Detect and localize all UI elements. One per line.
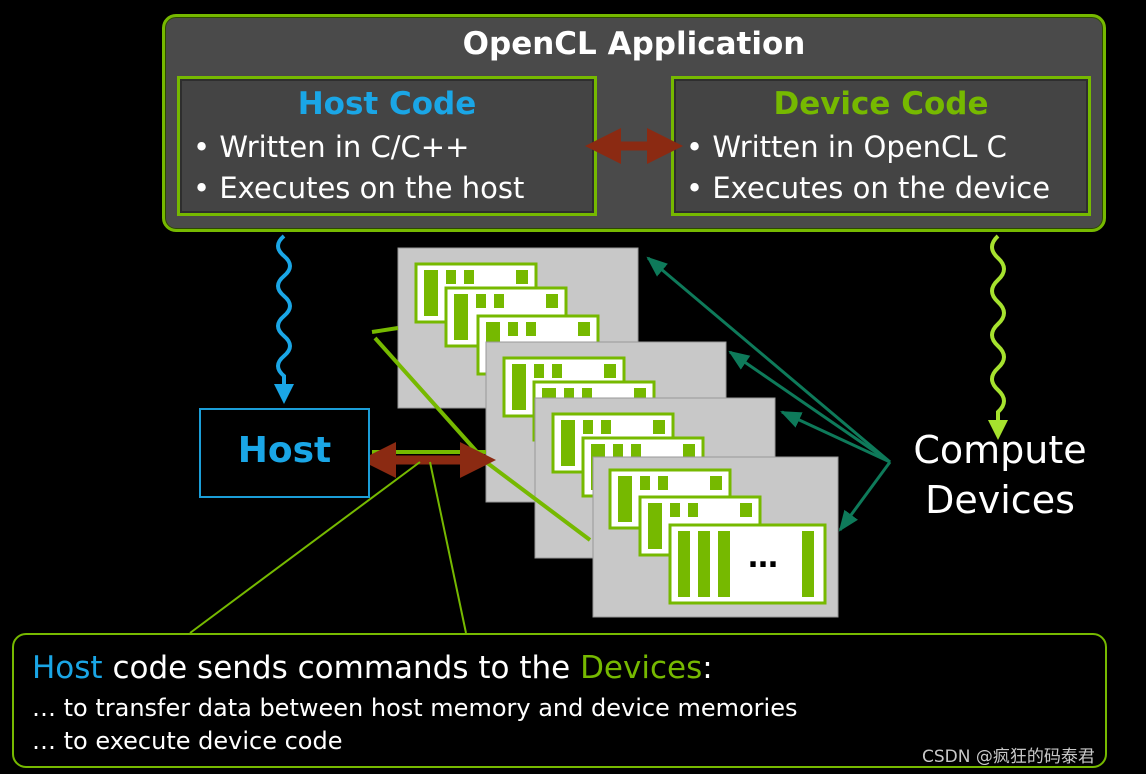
compute-devices-stack: [398, 248, 839, 618]
device-code-title: Device Code: [773, 86, 989, 122]
caption-line-1: … to transfer data between host memory a…: [32, 694, 798, 722]
application-title: OpenCL Application: [462, 26, 806, 62]
caption-line-2: … to execute device code: [32, 727, 343, 755]
host-code-bullet-1: • Written in C/C++: [193, 130, 470, 164]
caption-word-host: Host: [32, 650, 103, 686]
device-code-box: [671, 76, 1091, 216]
watermark: CSDN @疯狂的码泰君: [922, 747, 1095, 767]
more-devices-ellipsis: …: [748, 540, 778, 575]
compute-devices-label-line2: Devices: [925, 478, 1075, 522]
host-box: [199, 408, 370, 498]
compute-devices-label-line1: Compute: [913, 428, 1087, 472]
caption-mid-text: code sends commands to the: [102, 650, 581, 686]
host-label: Host: [237, 430, 332, 471]
caption-word-devices: Devices: [580, 650, 703, 686]
device-card-4: [592, 456, 839, 618]
caption-end: :: [702, 650, 713, 686]
compute-devices-pointers: [646, 256, 892, 532]
caption-headline: Host code sends commands to the Devices:: [32, 650, 713, 686]
device-wave-arrow: [988, 234, 1008, 440]
host-code-box: [177, 76, 597, 216]
host-code-bullet-2: • Executes on the host: [193, 171, 525, 205]
host-wave-arrow: [274, 234, 294, 404]
caption-box: [12, 633, 1107, 768]
device-code-bullet-1: • Written in OpenCL C: [686, 130, 1007, 164]
device-code-bullet-2: • Executes on the device: [686, 171, 1051, 205]
host-code-title: Host Code: [297, 86, 477, 122]
